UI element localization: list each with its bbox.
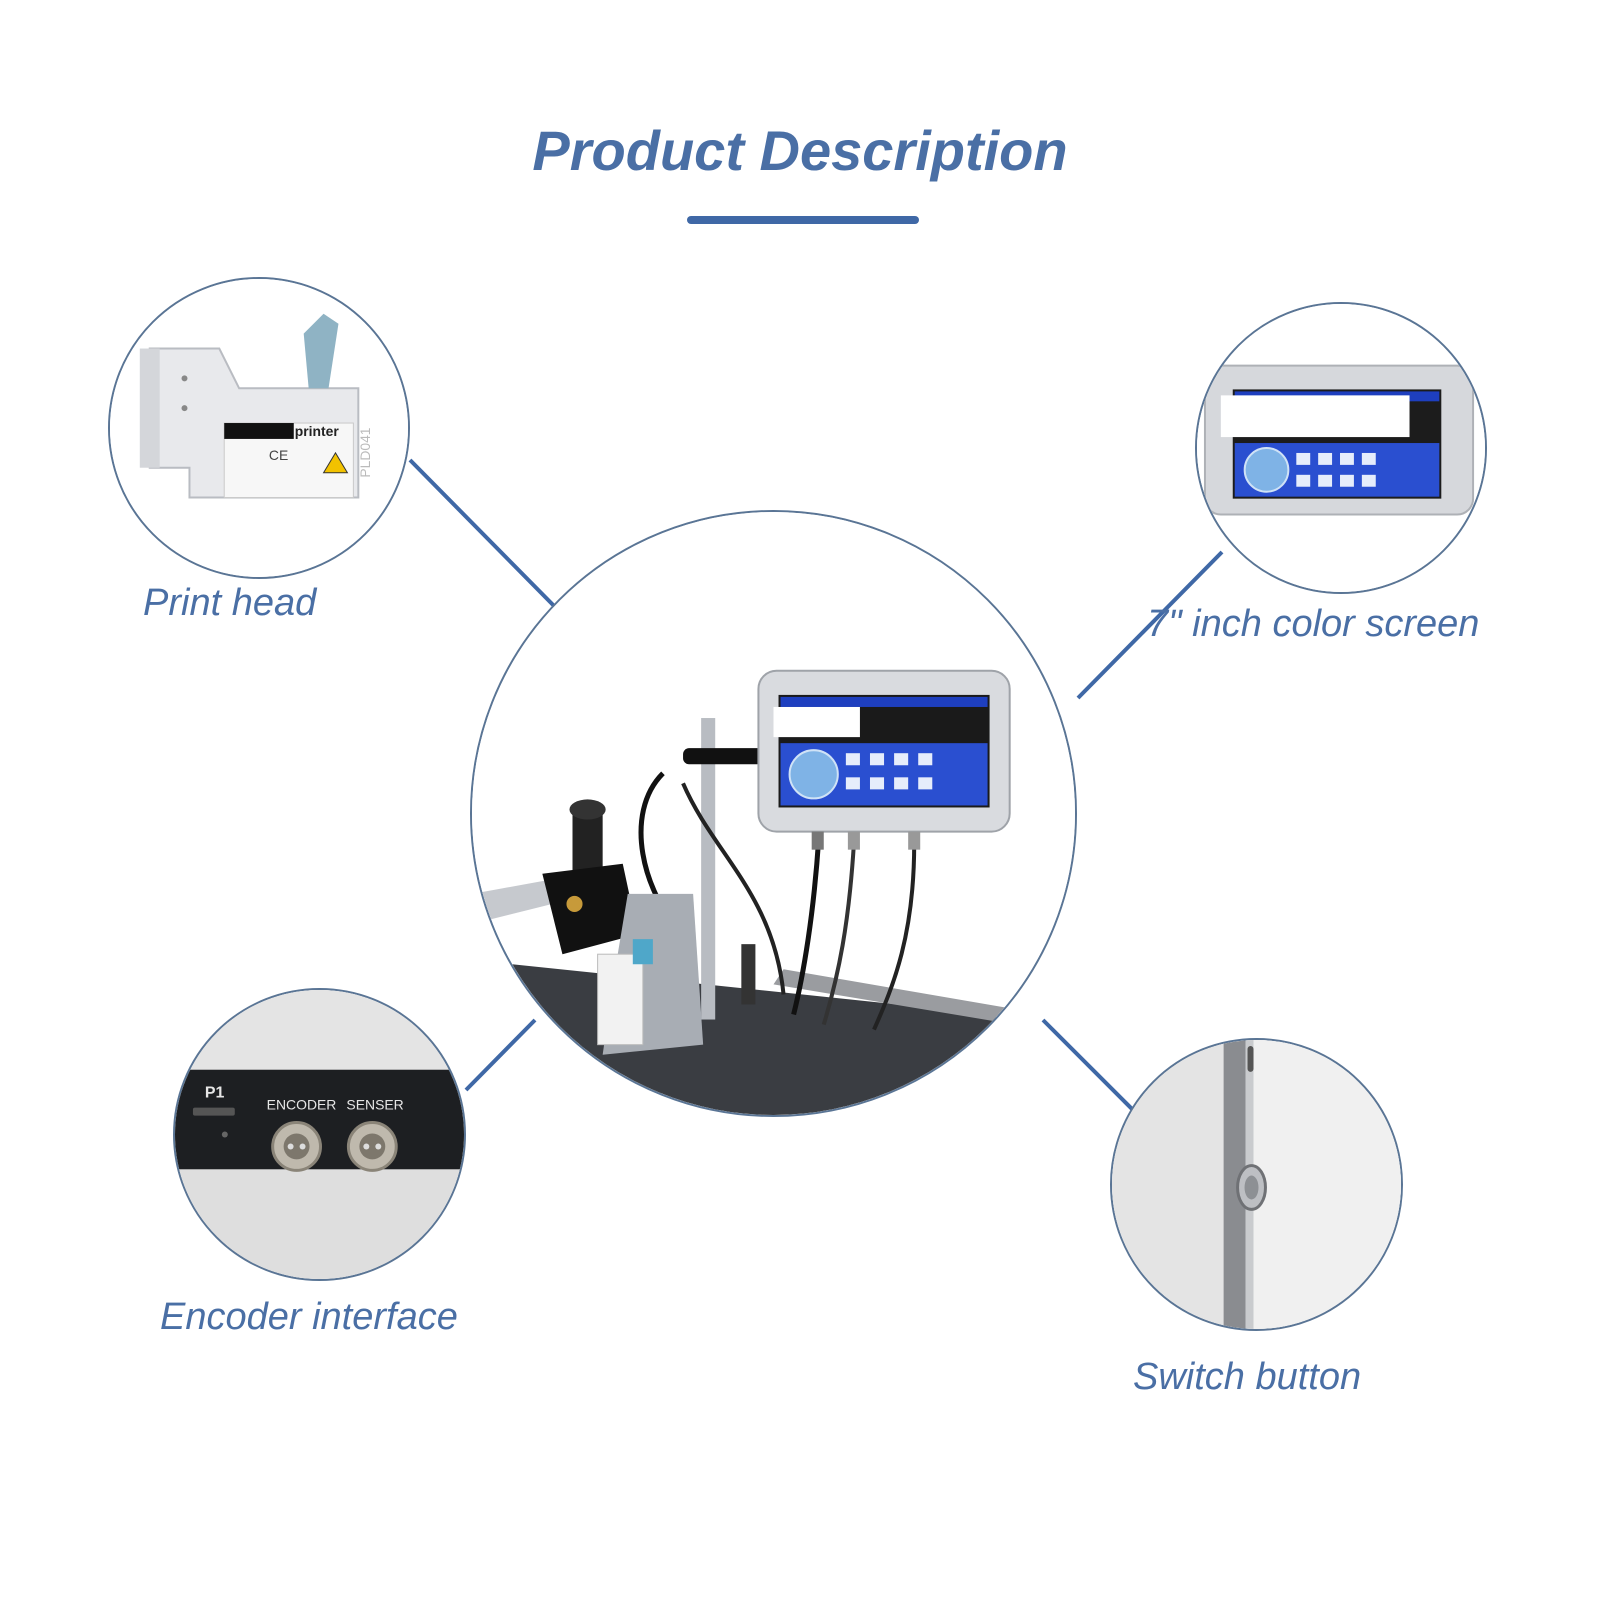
switch-button-photo	[1110, 1038, 1403, 1331]
encoder-label: ENCODER	[267, 1097, 337, 1113]
svg-text:CE: CE	[269, 447, 288, 463]
caption-print-head: Print head	[143, 582, 317, 624]
sensor-label: SENSER	[346, 1097, 403, 1113]
page-title: Product Description	[532, 119, 1068, 182]
printhead-model-text: PLD041	[357, 427, 373, 477]
encoder-interface-photo: P1 ENCODER SENSER	[173, 988, 466, 1281]
caption-encoder-interface: Encoder interface	[160, 1296, 458, 1338]
caption-switch-button: Switch button	[1133, 1356, 1362, 1398]
encoder-port-label: P1	[205, 1085, 225, 1102]
connector-print-head	[408, 458, 564, 616]
title-underline	[687, 216, 919, 224]
color-screen-photo	[1195, 302, 1487, 594]
printer-main-photo	[470, 510, 1077, 1117]
print-head-photo: printer CE PLD041	[108, 277, 410, 579]
caption-color-screen: 7" inch color screen	[1147, 603, 1480, 645]
connector-encoder	[464, 1018, 537, 1092]
printhead-brand-text: printer	[295, 423, 340, 439]
connector-color-screen	[1076, 550, 1224, 700]
